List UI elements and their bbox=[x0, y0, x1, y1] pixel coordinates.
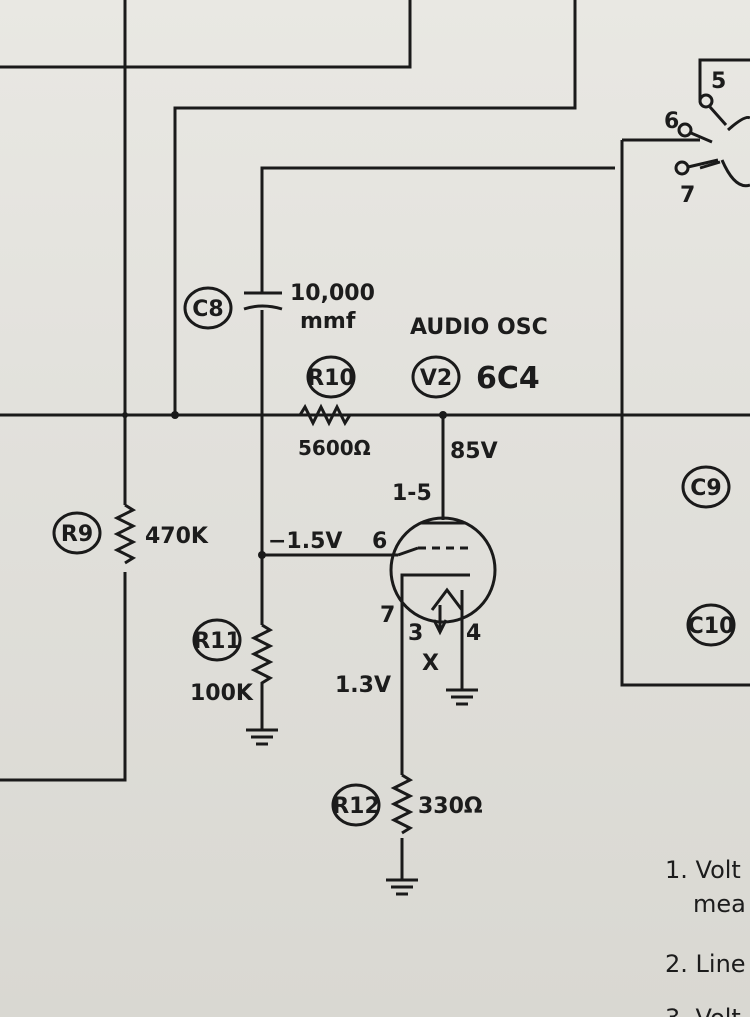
r10-value: 5600Ω bbox=[298, 436, 371, 460]
ref-circle-r11 bbox=[192, 618, 242, 662]
c8-value: 10,000 bbox=[290, 281, 375, 306]
cathode-pin: 7 bbox=[380, 603, 395, 628]
ground-icon bbox=[386, 878, 418, 896]
r12-ref: R12 bbox=[332, 794, 380, 819]
capacitor-c8-symbol bbox=[243, 291, 283, 311]
v2-title: AUDIO OSC bbox=[410, 315, 548, 340]
c8-ref: C8 bbox=[192, 297, 223, 322]
ref-circle-r9 bbox=[52, 511, 102, 555]
note-1: 1. Volt bbox=[665, 856, 741, 884]
ref-circle-v2 bbox=[411, 355, 461, 399]
grid-pin: 6 bbox=[372, 529, 387, 554]
r11-value: 100K bbox=[190, 681, 254, 706]
ground-icon bbox=[446, 688, 478, 706]
c9-ref: C9 bbox=[690, 476, 721, 501]
c10-ref: C10 bbox=[688, 614, 735, 639]
cathode-voltage: 1.3V bbox=[335, 673, 391, 698]
v2-ref: V2 bbox=[420, 366, 452, 391]
plate-pin: 1-5 bbox=[392, 481, 432, 506]
resistor-r11-symbol bbox=[250, 623, 274, 700]
heater-pin-a: 3 bbox=[408, 621, 423, 646]
r9-ref: R9 bbox=[61, 522, 93, 547]
switch-pos-6: 6 bbox=[664, 109, 679, 134]
r12-value: 330Ω bbox=[418, 794, 483, 819]
c8-unit: mmf bbox=[300, 309, 356, 334]
ref-circle-c8 bbox=[183, 286, 233, 330]
note-3: 3. Volt bbox=[665, 1004, 741, 1017]
resistor-r10-symbol bbox=[298, 403, 352, 427]
switch-pos-7: 7 bbox=[680, 183, 695, 208]
grid-voltage: −1.5V bbox=[268, 529, 342, 554]
plate-voltage: 85V bbox=[450, 439, 498, 464]
r10-ref: R10 bbox=[307, 366, 355, 391]
note-2: 2. Line bbox=[665, 950, 746, 978]
ref-circle-r12 bbox=[331, 783, 381, 827]
junctions bbox=[122, 411, 447, 559]
vacuum-tube-v2-symbol bbox=[389, 516, 497, 636]
ref-circle-r10 bbox=[306, 355, 356, 399]
heater-mark: X bbox=[422, 651, 439, 676]
note-1-cont: mea bbox=[693, 890, 746, 918]
resistor-r9-symbol bbox=[113, 503, 137, 565]
wires bbox=[0, 0, 750, 880]
ref-circle-c9 bbox=[681, 465, 731, 509]
resistor-r12-symbol bbox=[390, 773, 414, 835]
r9-value: 470K bbox=[145, 524, 209, 549]
selector-switch[interactable] bbox=[674, 93, 750, 188]
heater-pin-b: 4 bbox=[466, 621, 481, 646]
r11-ref: R11 bbox=[193, 629, 241, 654]
switch-pos-5: 5 bbox=[711, 69, 726, 94]
v2-type: 6C4 bbox=[476, 361, 540, 396]
ref-circle-c10 bbox=[686, 603, 736, 647]
ground-icon bbox=[246, 728, 278, 746]
